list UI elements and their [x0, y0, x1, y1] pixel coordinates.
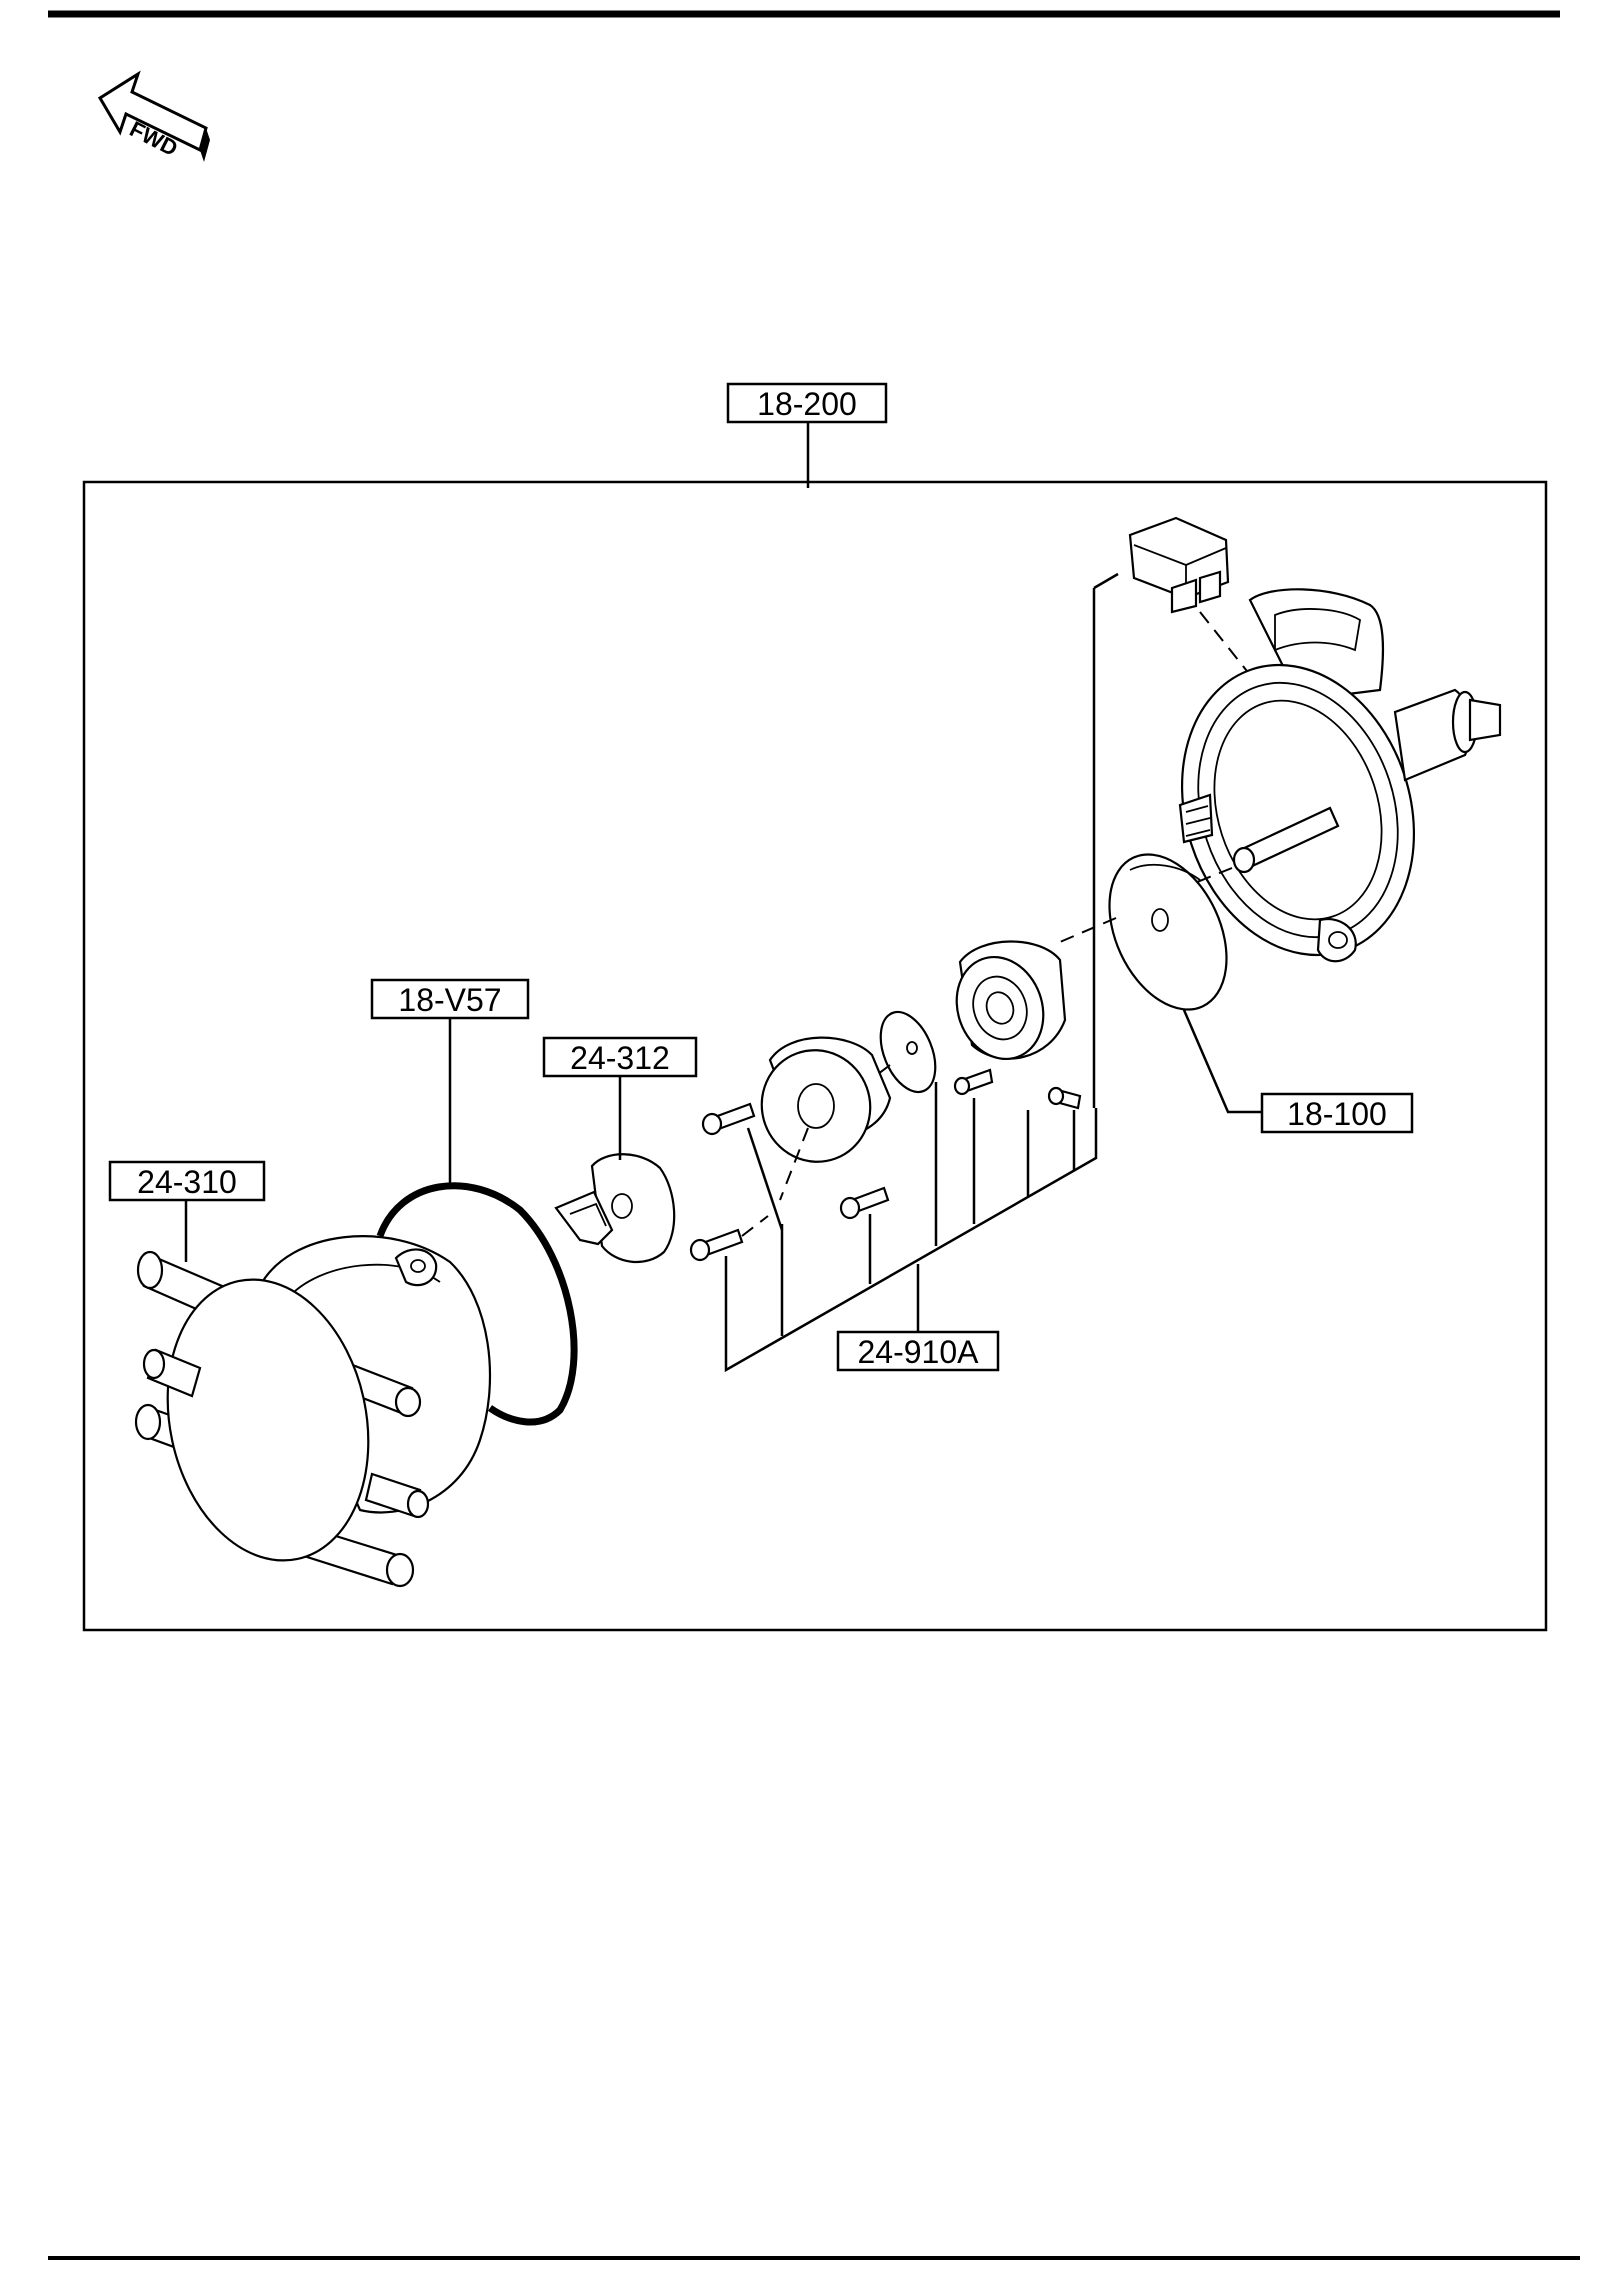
bearing-plate-part — [955, 940, 1067, 1061]
callout-24-910A-label: 24-910A — [858, 1334, 980, 1370]
callout-24-910A[interactable]: 24-910A — [836, 1330, 1000, 1372]
callout-18-V57[interactable]: 18-V57 — [370, 978, 530, 1020]
screw-part-2 — [1047, 1086, 1082, 1110]
callout-24-310-label: 24-310 — [137, 1164, 237, 1200]
o-ring-part — [376, 1182, 578, 1426]
callout-18-100[interactable]: 18-100 — [1260, 1092, 1414, 1134]
callout-24-312-label: 24-312 — [570, 1040, 670, 1076]
spacer-part — [760, 1036, 892, 1163]
assembly-frame — [82, 480, 1548, 1632]
plate-part — [1108, 853, 1228, 1011]
leader-18-100 — [1182, 1009, 1262, 1114]
callout-18-V57-label: 18-V57 — [398, 982, 501, 1018]
leader-24-910A — [724, 572, 1119, 1373]
screw-part-3 — [701, 1102, 756, 1136]
callout-18-200-label: 18-200 — [757, 386, 857, 422]
callout-24-312[interactable]: 24-312 — [542, 1036, 698, 1078]
fwd-arrow-icon: FWD — [97, 70, 210, 162]
rotor-part — [554, 1153, 676, 1264]
callout-24-310[interactable]: 24-310 — [108, 1160, 266, 1202]
washer-part — [879, 1010, 937, 1094]
screw-part-1 — [953, 1068, 994, 1096]
distributor-cap-part — [134, 1235, 492, 1588]
callout-18-100-label: 18-100 — [1287, 1096, 1387, 1132]
distributor-housing — [1128, 516, 1502, 963]
screw-part-4 — [839, 1186, 890, 1220]
screw-part-5 — [689, 1228, 744, 1262]
callout-18-200[interactable]: 18-200 — [726, 382, 888, 424]
